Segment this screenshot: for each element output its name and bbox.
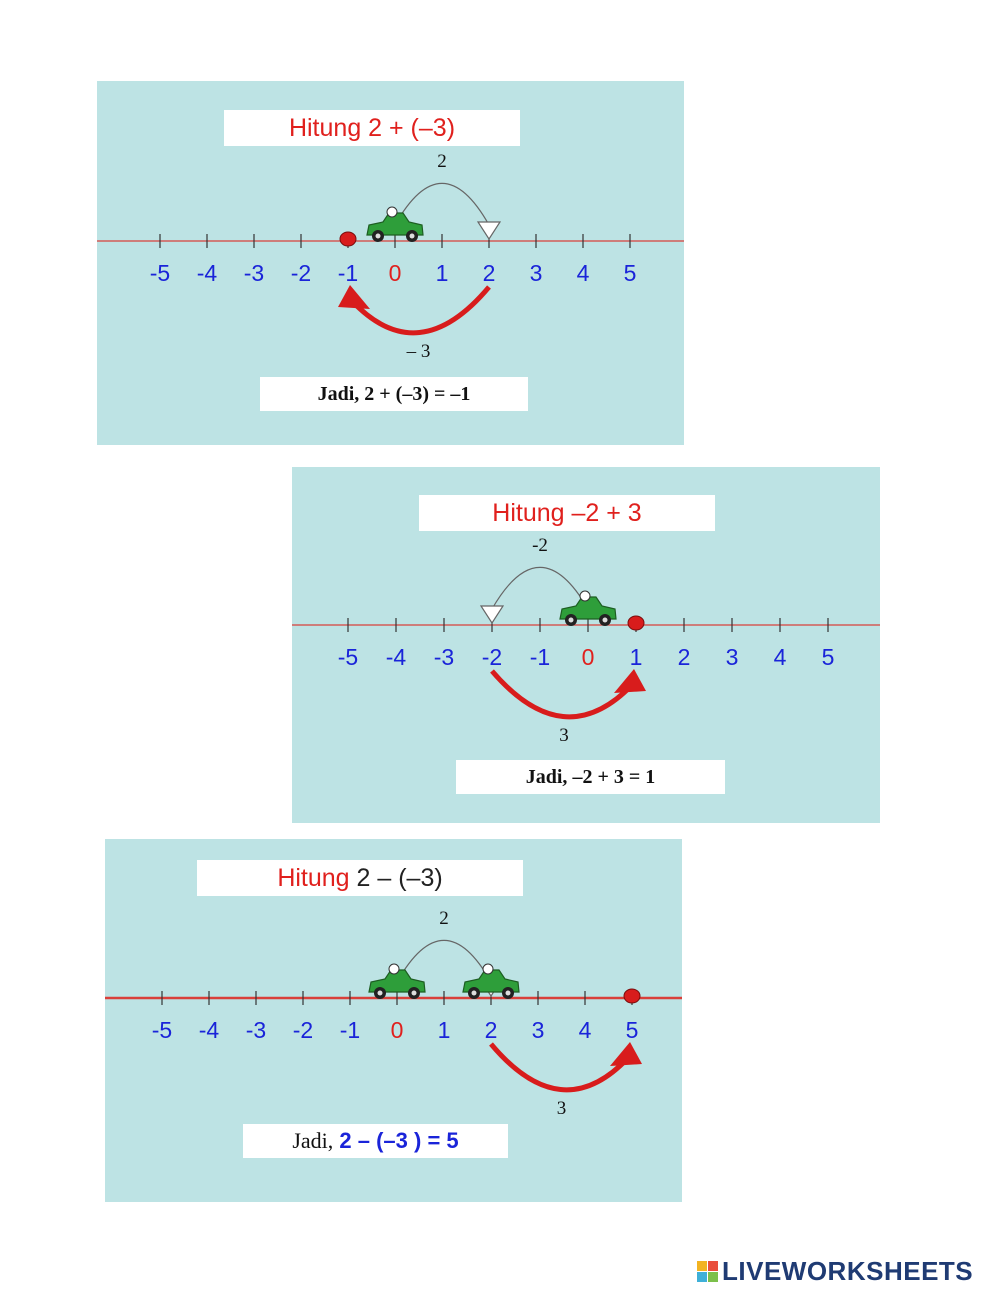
brand-name: LIVEWORKSHEETS	[722, 1255, 974, 1286]
tick-label: -2	[482, 644, 502, 670]
first-jump-arrowhead	[476, 221, 502, 241]
title-expression: 2 + (–3)	[361, 114, 456, 142]
tick-label: 0	[391, 1017, 404, 1043]
example-card-2: Hitung –2 + 3 -5 -4 -3 -2 -1 0 1 2 3 4 5 -2 3 Jadi, …	[292, 467, 880, 823]
first-jump-arc	[396, 940, 492, 983]
tick-label: -2	[291, 260, 311, 286]
example-card-3: Hitung 2 – (–3) -5 -4 -3 -2 -1 0 1 2 3 4 5 2 3 Jadi,…	[105, 839, 682, 1202]
tick-label: -3	[244, 260, 264, 286]
title-expression: –2 + 3	[564, 499, 642, 527]
example-title: Hitung 2 + (–3)	[224, 110, 520, 146]
example-card-1: Hitung 2 + (–3) -5 -4 -3 -2 -1 0 1 2 3 4 5 2 – 3 Jad…	[97, 81, 684, 445]
tick-label: 2	[678, 644, 691, 670]
car-icon	[559, 590, 617, 626]
title-keyword: Hitung	[492, 499, 565, 527]
second-jump-arc	[350, 285, 491, 336]
tick-label: 0	[582, 644, 595, 670]
result-dot	[627, 615, 645, 631]
tick-label: 3	[530, 260, 543, 286]
number-line: -5 -4 -3 -2 -1 0 1 2 3 4 5 -2 3	[292, 535, 880, 746]
tick-label: -4	[199, 1017, 220, 1043]
result-expression: 2 + (–3) = –1	[359, 383, 471, 405]
tick-label: 1	[438, 1017, 451, 1043]
second-jump-label: – 3	[406, 341, 431, 362]
tick-label: 5	[624, 260, 637, 286]
tick-label: -1	[340, 1017, 360, 1043]
tick-label: -4	[386, 644, 407, 670]
tick-label: 0	[389, 260, 402, 286]
car-icon	[366, 206, 424, 242]
tick-label: -1	[338, 260, 358, 286]
tick-label: -2	[293, 1017, 313, 1043]
tick-label: 1	[630, 644, 643, 670]
tick-label: 3	[532, 1017, 545, 1043]
tick-label: -1	[530, 644, 550, 670]
first-jump-label: -2	[532, 535, 548, 556]
result-prefix: Jadi,	[525, 766, 568, 788]
tick-label: 3	[726, 644, 739, 670]
tick-label: 4	[577, 260, 590, 286]
tick-label: -5	[338, 644, 358, 670]
tick-label: -3	[246, 1017, 266, 1043]
car-icon	[462, 963, 520, 999]
result-prefix: Jadi,	[317, 383, 360, 405]
second-jump-label: 3	[557, 1098, 567, 1119]
second-jump-arrowhead	[614, 669, 646, 693]
example-title: Hitung –2 + 3	[419, 495, 715, 531]
tick-label: 2	[483, 260, 496, 286]
result-statement: Jadi, 2 – (–3 ) = 5	[243, 1124, 508, 1158]
tick-label: 5	[822, 644, 835, 670]
first-jump-arc	[491, 567, 589, 610]
result-dot	[623, 988, 641, 1004]
liveworksheets-logo[interactable]: LIVEWORKSHEETS	[697, 1256, 973, 1286]
result-expression: 2 – (–3 ) = 5	[333, 1128, 459, 1153]
second-jump-arrowhead	[338, 285, 370, 309]
result-prefix: Jadi,	[292, 1128, 334, 1153]
title-keyword: Hitung	[277, 864, 350, 892]
number-line: -5 -4 -3 -2 -1 0 1 2 3 4 5 2 3	[105, 908, 682, 1119]
tick-label: -5	[150, 260, 170, 286]
first-jump-arc	[394, 183, 490, 226]
tick-label: 1	[436, 260, 449, 286]
second-jump-arrowhead	[610, 1042, 642, 1066]
tick-label: -4	[197, 260, 218, 286]
tick-label: -3	[434, 644, 454, 670]
first-jump-label: 2	[439, 908, 449, 929]
tick-label: 4	[774, 644, 787, 670]
result-statement: Jadi, 2 + (–3) = –1	[260, 377, 528, 411]
second-jump-arc	[490, 669, 634, 720]
tick-label: 4	[579, 1017, 592, 1043]
result-expression: –2 + 3 = 1	[567, 766, 656, 788]
car-icon	[368, 963, 426, 999]
first-jump-label: 2	[437, 151, 447, 172]
tick-label: 2	[485, 1017, 498, 1043]
result-statement: Jadi, –2 + 3 = 1	[456, 760, 725, 794]
title-keyword: Hitung	[288, 114, 362, 142]
title-expression: 2 – (–3)	[349, 864, 443, 892]
tick-label: -5	[152, 1017, 172, 1043]
number-line: -5 -4 -3 -2 -1 0 1 2 3 4 5 2 – 3	[97, 151, 684, 362]
tick-label: 5	[626, 1017, 639, 1043]
example-title: Hitung 2 – (–3)	[197, 860, 523, 896]
liveworksheets-logo-icon	[697, 1260, 718, 1282]
second-jump-label: 3	[559, 725, 569, 746]
result-dot	[339, 231, 357, 247]
first-jump-arrowhead	[479, 605, 505, 625]
second-jump-arc	[489, 1042, 630, 1093]
